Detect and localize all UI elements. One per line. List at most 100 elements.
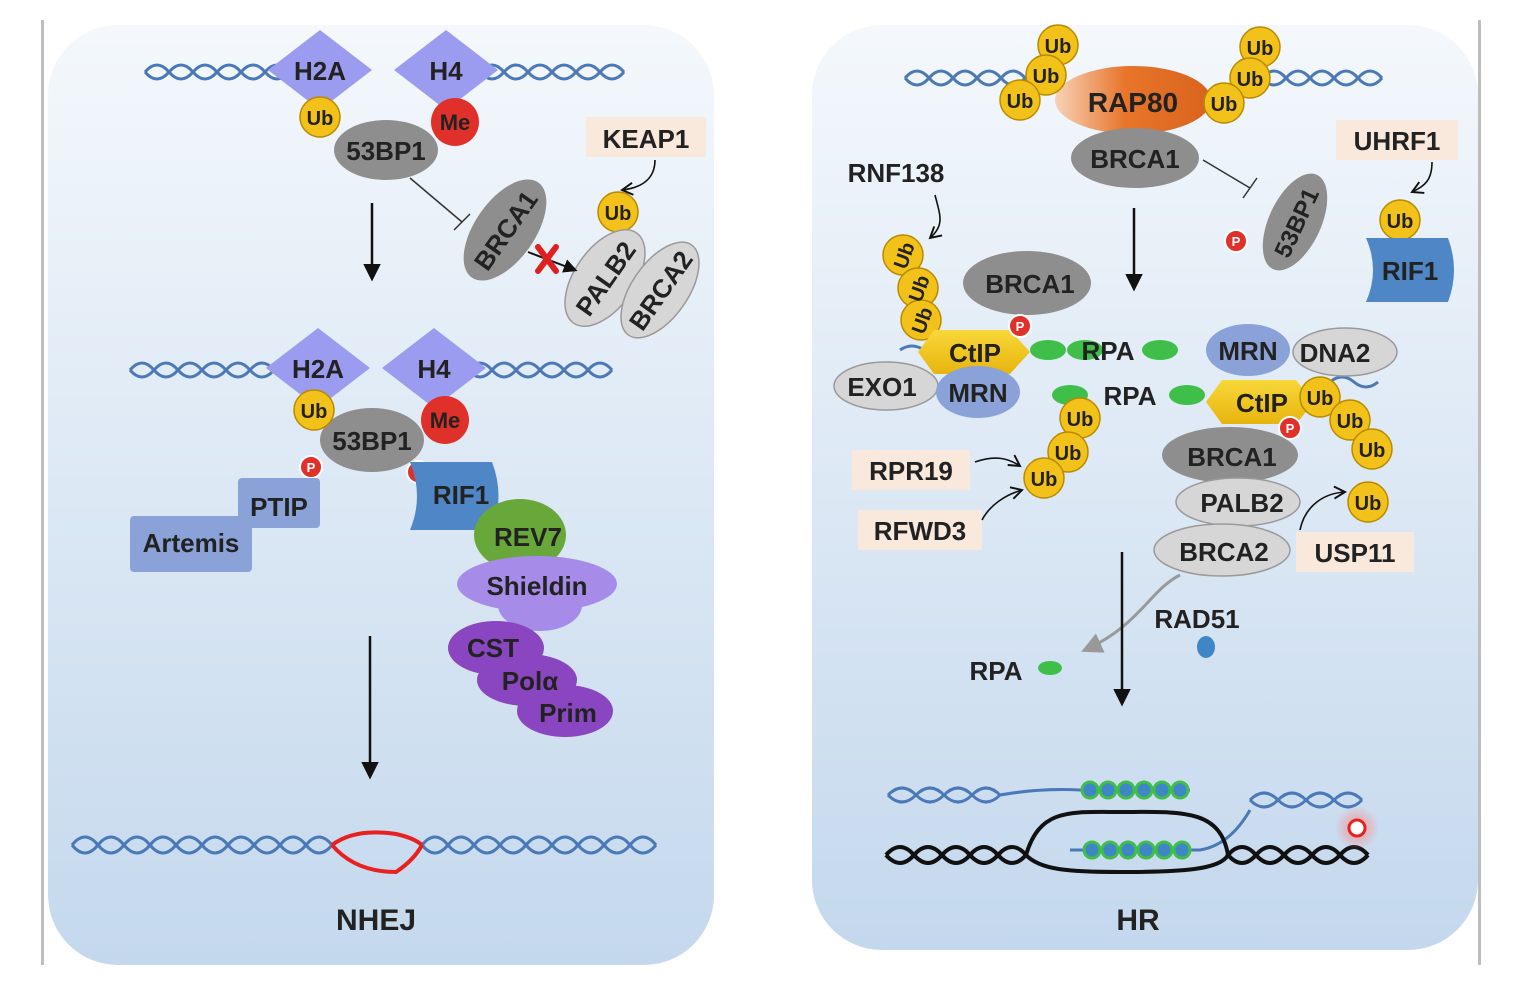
rad51-filament-bottom [1082,840,1192,860]
dna2-protein [1292,327,1398,377]
ub-label-ctip-r2: Ub [1337,411,1364,433]
rfwd3-arrow [981,486,1024,521]
rpa-filament-top [1030,340,1178,360]
hr-panel [812,25,1478,950]
rpa-label-top: RPA [1082,336,1135,366]
inhibition-bar-nhej [453,213,471,231]
rpr19-arrow [974,454,1022,468]
ub-label-ctip-r1: Ub [1307,388,1334,410]
rap80-label: RAP80 [1088,87,1178,118]
h4-label-middle: H4 [417,354,451,384]
uhrf1-arrow [1410,161,1433,194]
p-label-ctip-left: P [1016,319,1025,334]
ub-chain-rap80-right [1203,26,1281,124]
nhej-pathway-label: NHEJ [336,904,416,937]
hr-dna-resection-right [1329,375,1379,389]
h4-histone-top [394,30,498,110]
brca2-label-hr: BRCA2 [1179,537,1269,567]
cursor-marker-icon [1347,818,1367,838]
artemis-box [130,516,252,572]
ub-label-rpa-3: Ub [1031,469,1058,491]
ub-label-rap80-l2: Ub [1033,66,1060,88]
rpa-released-dot [1038,661,1062,675]
rfwd3-box [858,510,982,550]
bp53-protein-middle [320,408,424,472]
rif1-label-nhej: RIF1 [433,480,489,510]
p-badge-ctip-left [1008,314,1032,338]
nhej-dna-top [143,63,626,81]
brca1-protein-nhej [463,179,547,281]
mrn-protein-right [1206,324,1290,376]
ctip-label-left: CtIP [949,338,1001,368]
ub-label-ctip-r4: Ub [1355,493,1382,515]
ub-label-rap80-r3: Ub [1211,94,1238,116]
shieldin-protein [457,556,617,612]
ub-label-palb2: Ub [605,203,632,225]
ptip-box [238,478,320,528]
h2a-histone-middle [266,328,370,408]
me-label-middle: Me [430,408,461,433]
ub-badge-nhej-top [299,96,341,138]
rif1-shape-hr [1366,238,1454,302]
rap80-protein [1055,66,1211,134]
rad51-dot [1197,636,1215,658]
rnf138-arrow [928,194,943,240]
h2a-histone-top [268,30,372,110]
rpr19-box [852,450,970,490]
h2a-label-middle: H2A [292,354,344,384]
ub-label-rap80-l1: Ub [1045,36,1072,58]
hr-pathway-label: HR [1116,904,1160,937]
ub-label-rif1-hr: Ub [1387,211,1414,233]
uhrf1-label: UHRF1 [1354,126,1441,156]
p-badge-ctip-right [1278,416,1302,440]
brca1-protein-hr-top [1071,128,1199,188]
ub-label-rap80-r1: Ub [1247,38,1274,60]
hr-template-strand [884,809,1370,875]
brca1-protein-hr-bottom [1162,427,1298,483]
h4-label-top: H4 [429,56,463,86]
bp53-label-middle: 53BP1 [332,426,412,456]
bp53-inhibits-brca1-line [409,177,463,223]
brca1-inhibits-bp53-line [1202,159,1251,189]
ub-label-nhej-middle: Ub [301,401,328,423]
shieldin-label: Shieldin [486,571,587,601]
rpa-label-bottom: RPA [1104,381,1157,411]
usp11-arrow [1299,485,1347,531]
brca2-protein-nhej [620,241,700,339]
ub-label-ctip-r3: Ub [1359,440,1386,462]
ub-label-rap80-r2: Ub [1237,69,1264,91]
dna2-label: DNA2 [1300,338,1371,368]
me-badge-top [431,98,479,146]
p-label-ctip-right: P [1286,421,1295,436]
brca1-label-hr-top: BRCA1 [1090,144,1180,174]
nhej-break-junction [330,830,424,875]
ub-label-rap80-l3: Ub [1007,91,1034,113]
bp53-protein-hr [1262,173,1328,271]
rfwd3-label: RFWD3 [874,516,966,546]
keap1-box [586,117,706,157]
left-edge-line [41,20,44,965]
ub-label-rpa-1: Ub [1067,409,1094,431]
rif1-shape-nhej [410,462,499,530]
pola-label: Polα [502,666,558,696]
brca1-label-hr-bottom: BRCA1 [1187,442,1277,472]
brca2-protein-hr [1153,523,1291,577]
keap1-arrow [620,159,656,196]
h4-histone-middle [382,328,486,408]
uhrf1-box [1336,120,1458,160]
p-badge-bp53-hr [1224,229,1248,253]
rpr19-label: RPR19 [869,456,953,486]
nhej-dna-middle [128,361,614,379]
bp53-protein-top [334,120,438,180]
bp53-label-top: 53BP1 [346,136,426,166]
right-edge-line [1478,20,1481,965]
mrn-protein-left [936,366,1020,418]
usp11-label: USP11 [1315,538,1396,568]
blocked-x-icon [535,244,559,274]
artemis-label: Artemis [143,528,240,558]
rev7-label: REV7 [494,522,562,552]
ctip-label-right: CtIP [1236,388,1288,418]
cst-label: CST [467,633,519,663]
mrn-label-left: MRN [948,378,1007,408]
